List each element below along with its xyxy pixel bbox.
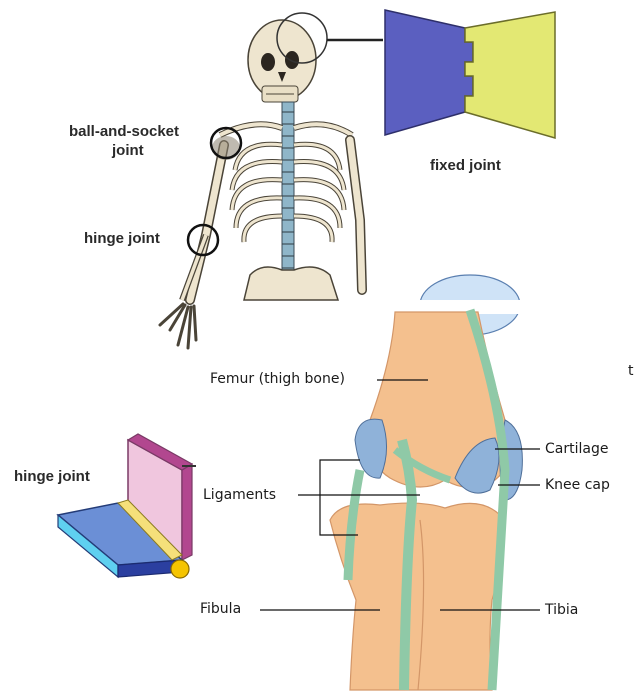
knee-cap-label: Knee cap: [545, 478, 610, 492]
fixed-joint-illustration: [385, 10, 555, 138]
fixed-joint-label: fixed joint: [430, 158, 501, 173]
hinge-joint-left-label: hinge joint: [14, 469, 90, 484]
cartilage-left: [355, 419, 387, 478]
fixed-joint-right-plate: [465, 12, 555, 138]
fibula-label: Fibula: [200, 602, 241, 616]
femur-label: Femur (thigh bone): [210, 372, 345, 386]
stray-text-fragment: t: [628, 364, 634, 378]
fixed-joint-left-plate: [385, 10, 473, 135]
knee-illustration: [260, 275, 590, 690]
tibia-bone: [330, 503, 501, 690]
cartilage-label: Cartilage: [545, 442, 608, 456]
tibia-label: Tibia: [545, 603, 578, 617]
ligaments-label: Ligaments: [203, 488, 276, 502]
ball-socket-label-line1: ball-and-socket: [69, 124, 179, 139]
hinge-joint-top-label: hinge joint: [84, 231, 160, 246]
skeleton-figure: [160, 13, 383, 348]
hinge-joint-illustration: [58, 434, 196, 578]
hinge-pin: [171, 560, 189, 578]
ball-socket-label-line2: joint: [112, 143, 144, 158]
